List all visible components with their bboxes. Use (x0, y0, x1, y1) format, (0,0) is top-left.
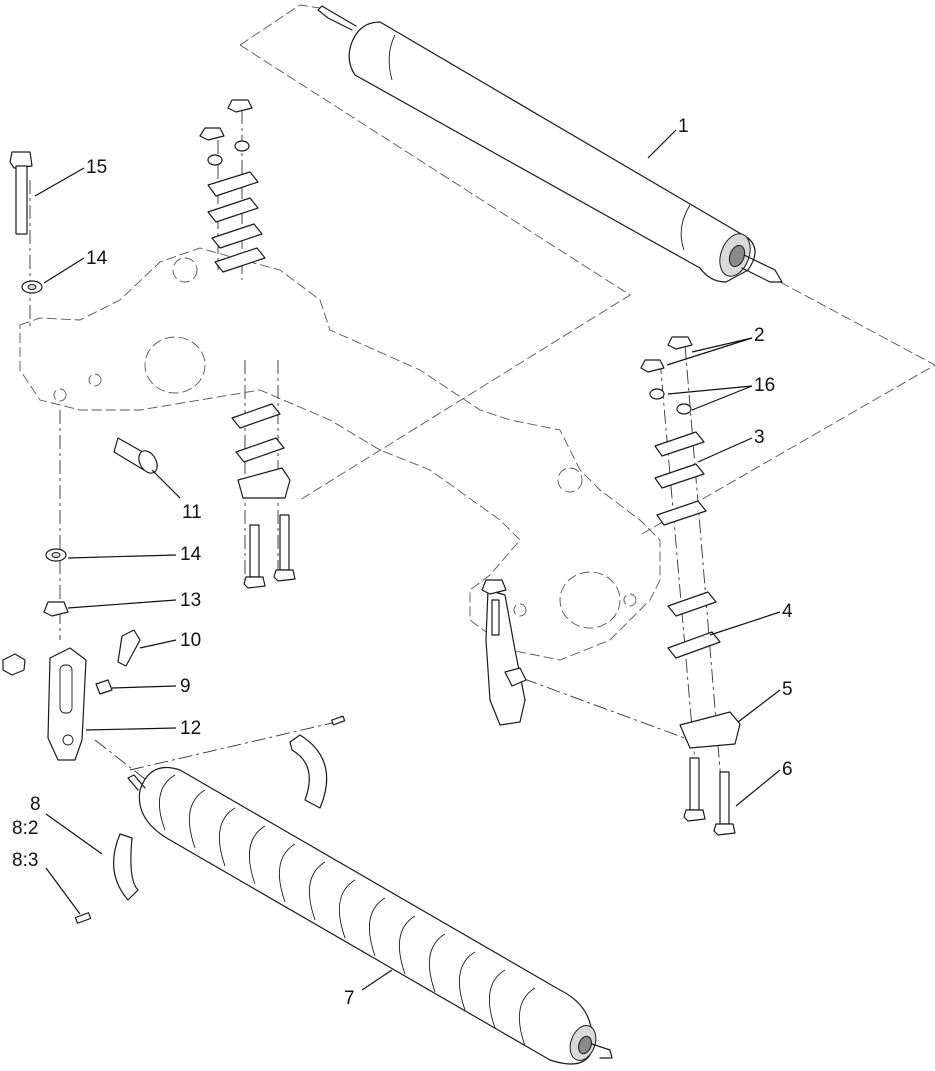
rear-grooved-roller (127, 766, 613, 1065)
right-arm-bracket (481, 579, 527, 726)
leader-lines (34, 129, 781, 991)
front-roller-part (317, 5, 783, 283)
callout-14-top: 14 (86, 248, 108, 269)
callout-12: 12 (180, 718, 201, 739)
callout-labels: 1 2 16 3 4 5 6 15 14 11 14 13 10 9 12 8 … (12, 116, 793, 1009)
callout-4: 4 (782, 601, 793, 622)
left-arm-assembly (2, 629, 141, 761)
callout-15: 15 (86, 157, 107, 178)
callout-2: 2 (754, 325, 765, 346)
callout-3: 3 (754, 427, 765, 448)
right-clamp-stack (640, 336, 741, 836)
callout-6: 6 (782, 759, 793, 780)
callout-5: 5 (782, 679, 793, 700)
callout-8: 8 (30, 794, 41, 815)
callout-9: 9 (180, 676, 191, 697)
assembly-phantom-lines (29, 4, 935, 901)
left-upper-clamp-stack (199, 99, 266, 273)
callout-16: 16 (754, 375, 775, 396)
callout-7: 7 (344, 988, 355, 1009)
bearing-halves (74, 715, 346, 924)
left-lower-clamp-stack (231, 403, 296, 589)
callout-11: 11 (182, 502, 202, 523)
callout-8-2: 8:2 (12, 818, 38, 839)
callout-14-lower: 14 (180, 544, 202, 565)
callout-13: 13 (180, 590, 201, 611)
callout-10: 10 (180, 630, 201, 651)
roller-mount-frame (19, 247, 661, 661)
left-fasteners (9, 151, 158, 617)
callout-1: 1 (678, 116, 689, 137)
callout-8-3: 8:3 (12, 850, 38, 871)
